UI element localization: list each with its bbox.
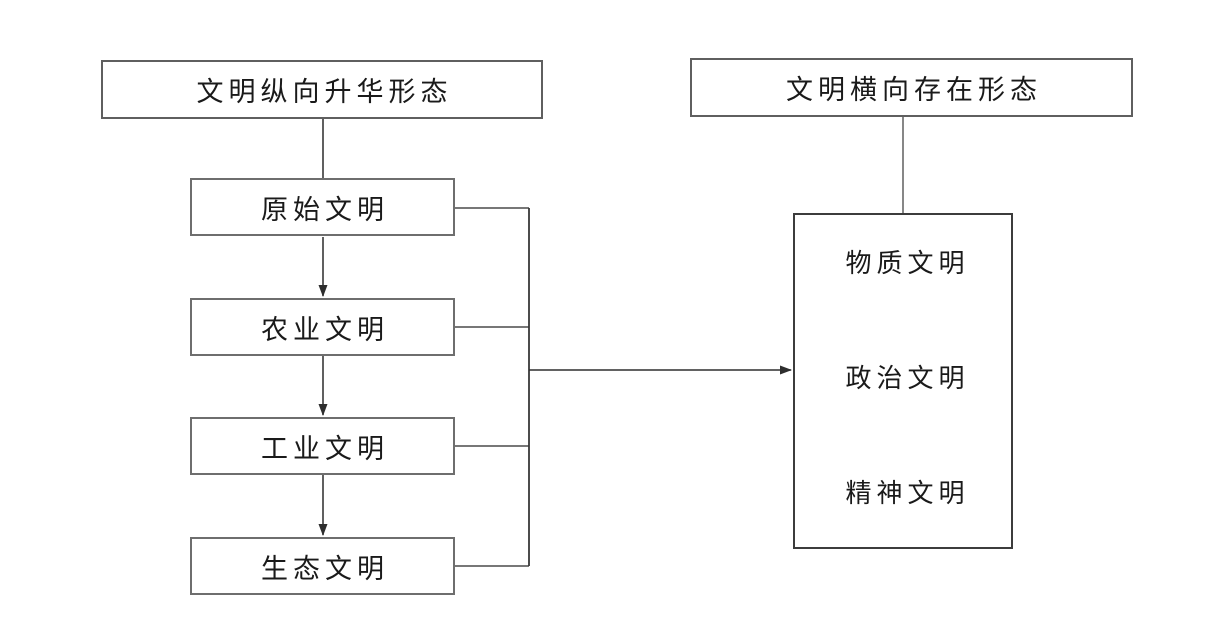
forms-box: 物质文明 政治文明 精神文明 [793, 213, 1013, 549]
stage-box-agricultural: 农业文明 [190, 298, 455, 356]
stage-box-industrial: 工业文明 [190, 417, 455, 475]
stage-label-industrial: 工业文明 [261, 433, 389, 464]
right-header-label: 文明横向存在形态 [786, 75, 1042, 105]
left-header-box: 文明纵向升华形态 [101, 60, 543, 119]
stage-box-ecological: 生态文明 [190, 537, 455, 595]
stage-label-agricultural: 农业文明 [261, 314, 389, 345]
form-label-political: 政治文明 [845, 364, 970, 393]
right-header-box: 文明横向存在形态 [690, 58, 1133, 117]
stage-box-primitive: 原始文明 [190, 178, 455, 236]
stage-label-primitive: 原始文明 [261, 194, 389, 225]
left-header-label: 文明纵向升华形态 [196, 77, 453, 107]
stage-label-ecological: 生态文明 [261, 553, 389, 584]
form-label-spiritual: 精神文明 [845, 479, 970, 508]
form-label-material: 物质文明 [845, 249, 970, 278]
